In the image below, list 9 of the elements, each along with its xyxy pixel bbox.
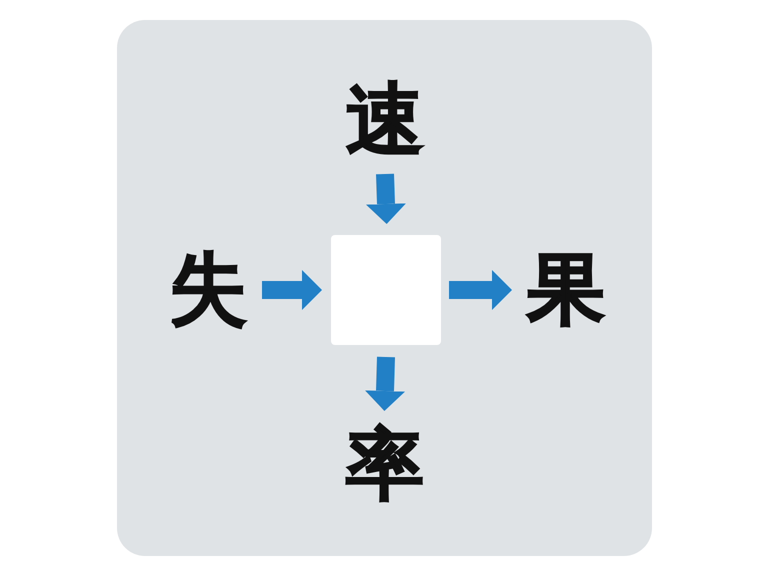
kanji-character: 率 (345, 425, 425, 505)
arrow (262, 270, 322, 310)
kanji-character: 速 (345, 80, 425, 160)
kanji-character: 失 (168, 250, 248, 330)
kanji-character: 果 (526, 250, 606, 330)
arrow (449, 270, 512, 310)
arrow (366, 174, 406, 224)
answer-box (331, 235, 441, 345)
arrow (365, 356, 405, 411)
